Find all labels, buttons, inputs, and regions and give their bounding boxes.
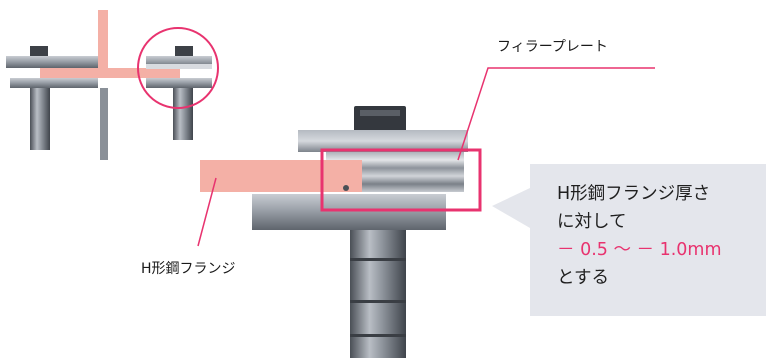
- flange-leader-line: [197, 177, 217, 247]
- note-text: H形鋼フランジ厚さ に対して － 0.5 ～ － 1.0mm とする: [557, 180, 762, 292]
- filler-plate-label: フィラープレート: [497, 39, 608, 55]
- thumb-top-nut-right: [175, 46, 193, 56]
- thumb-upper-plate-left: [6, 56, 98, 68]
- note-line-4: とする: [557, 268, 609, 288]
- upper-splice-plate: [298, 130, 468, 152]
- h-flange-label: H形鋼フランジ: [141, 261, 236, 277]
- thumb-bolt-right: [173, 88, 193, 140]
- filler-leader-line: [457, 67, 655, 161]
- thumb-h-web-top: [98, 10, 108, 68]
- note-box: [530, 164, 766, 316]
- bolt-nut-band-2: [350, 300, 406, 303]
- top-nut: [354, 106, 406, 132]
- bolt-nut-band-3: [350, 334, 406, 337]
- thumb-h-web-bottom: [100, 88, 108, 160]
- thumb-bolt-left: [30, 88, 50, 150]
- thumb-filler-plate: [146, 64, 212, 69]
- note-callout-pointer: [492, 188, 530, 228]
- note-line-1: H形鋼フランジ厚さ: [557, 184, 711, 204]
- lower-splice-plate: [252, 194, 446, 230]
- main-assembly: [200, 106, 482, 358]
- bolt-shank: [350, 230, 406, 358]
- thumbnail-assembly: [6, 10, 219, 160]
- thumb-lower-plate-left: [10, 78, 98, 88]
- bolt-nut-band-1: [350, 258, 406, 261]
- thumb-lower-plate-right: [146, 78, 212, 88]
- thumb-top-nut-left: [30, 46, 48, 56]
- filler-highlight-box: [320, 148, 482, 212]
- top-nut-highlight: [360, 110, 400, 116]
- note-line-2: に対して: [557, 212, 627, 232]
- h-flange-section: [200, 160, 362, 192]
- note-tolerance: － 0.5 ～ － 1.0mm: [557, 240, 722, 260]
- thumb-h-flange: [40, 68, 180, 78]
- thumb-highlight-circle: [137, 27, 219, 109]
- flange-bolt-hole: [343, 185, 349, 191]
